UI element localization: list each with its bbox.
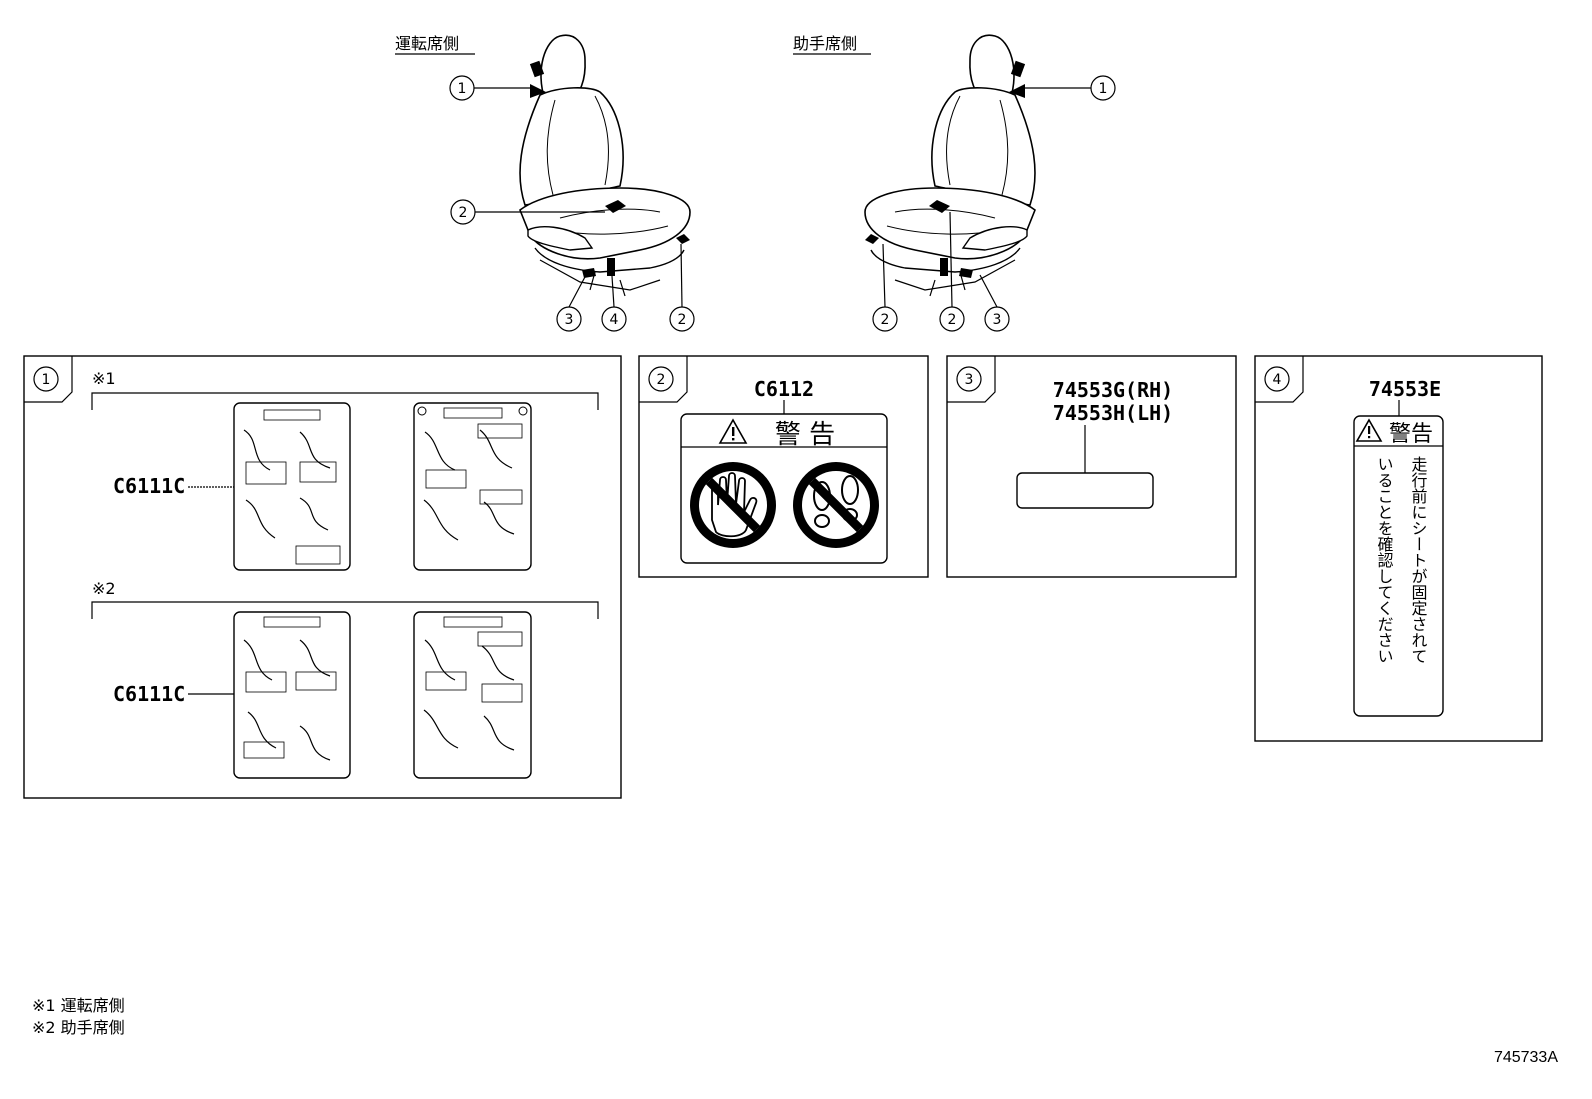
callout-label: 2 — [881, 312, 890, 328]
passenger-seat-drawing — [864, 34, 1036, 297]
driver-side-header: 運転席側 — [395, 34, 459, 53]
panel-number: 3 — [965, 372, 974, 388]
footnote-2: ※2 助手席側 — [32, 1018, 125, 1037]
panel-3: 3 74553G(RH) 74553H(LH) — [946, 355, 1237, 578]
instruction-label-card — [233, 402, 351, 571]
vertical-warning-text-1: 走行前にシートが固定されて — [1409, 456, 1428, 664]
panel-4: 4 74553E 警告 走行前にシートが固定されて いることを確認してください — [1254, 355, 1543, 742]
part-number-74553h: 74553H(LH) — [1053, 401, 1173, 425]
driver-callouts — [449, 75, 695, 332]
panel-2: 2 C6112 警 告 — [638, 355, 929, 578]
callout-label: 1 — [458, 81, 467, 97]
warning-triangle-icon — [1355, 418, 1383, 442]
label-plate — [1016, 472, 1154, 509]
callout-label: 1 — [1099, 81, 1108, 97]
footnote-1: ※1 運転席側 — [32, 996, 125, 1015]
part-number-c6112: C6112 — [754, 377, 814, 401]
part-number-74553g: 74553G(RH) — [1053, 378, 1173, 402]
passenger-callouts — [872, 75, 1116, 332]
vertical-warning-text-2: いることを確認してください — [1375, 456, 1394, 664]
drawing-number: 745733A — [1493, 1049, 1558, 1066]
callout-label: 3 — [993, 312, 1002, 328]
panel-number: 4 — [1273, 372, 1282, 388]
instruction-label-card — [233, 611, 351, 779]
panel-number: 2 — [657, 372, 666, 388]
callout-label: 2 — [459, 205, 468, 221]
callout-label: 4 — [610, 312, 619, 328]
warning-label-text: 警 告 — [775, 420, 835, 450]
panel-number: 1 — [42, 372, 51, 388]
callout-label: 2 — [948, 312, 957, 328]
driver-seat-drawing — [519, 34, 691, 297]
warning-label-text: 警告 — [1389, 422, 1433, 447]
part-number-c6111c-bottom: C6111C — [113, 682, 185, 706]
passenger-side-header: 助手席側 — [793, 34, 857, 53]
instruction-label-card — [413, 611, 532, 779]
part-number-74553e: 74553E — [1369, 377, 1441, 401]
mark-1: ※1 — [92, 369, 116, 388]
no-hand-icon — [690, 462, 776, 548]
mark-2: ※2 — [92, 579, 116, 598]
callout-label: 3 — [565, 312, 574, 328]
panel-1: 1 ※1 ※2 C6111C C6111C — [23, 355, 622, 799]
part-number-c6111c-top: C6111C — [113, 474, 185, 498]
instruction-label-card — [413, 402, 532, 571]
no-stepping-icon — [793, 462, 879, 548]
callout-label: 2 — [678, 312, 687, 328]
warning-triangle-icon — [718, 418, 748, 444]
